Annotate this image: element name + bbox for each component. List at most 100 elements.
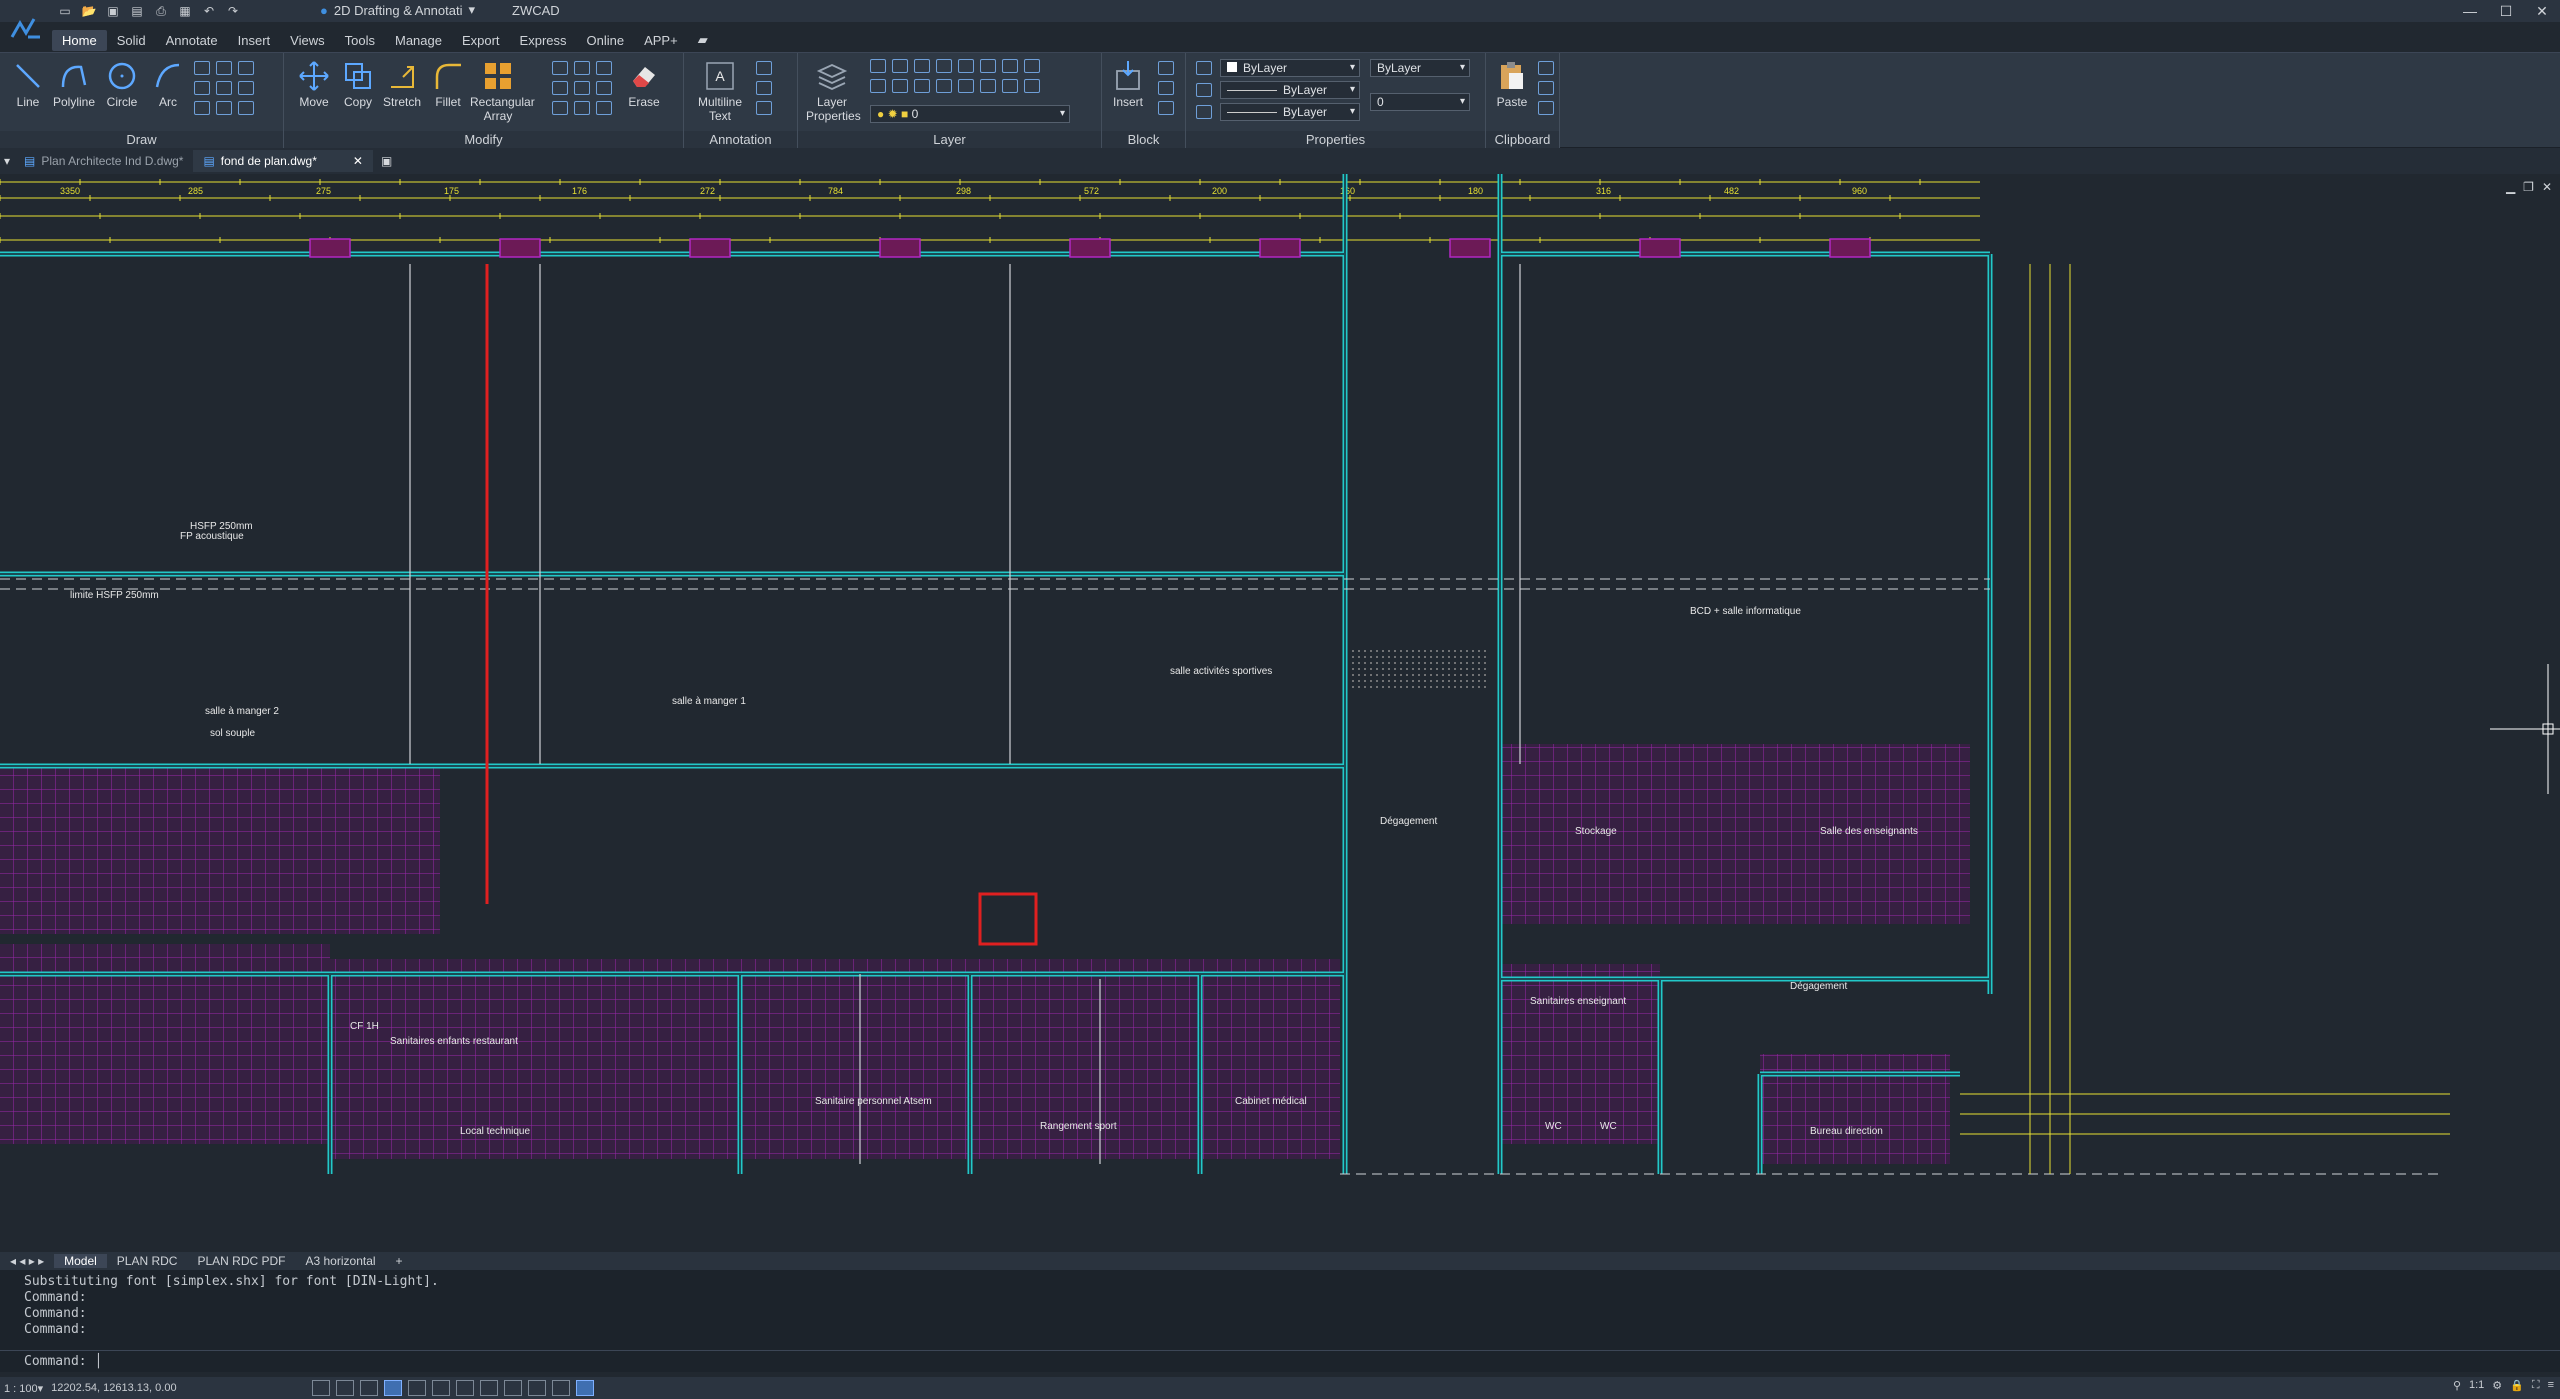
transparency-toggle-icon[interactable] [504,1380,522,1396]
mirror-icon[interactable] [552,81,568,95]
polyline-button[interactable]: Polyline [52,59,96,109]
arc-button[interactable]: Arc [146,59,190,109]
clipboard-panel-title[interactable]: Clipboard [1486,131,1559,149]
close-tab-icon[interactable]: ✕ [352,154,363,168]
new-tab-icon[interactable]: ▣ [380,154,393,168]
edit-block-icon[interactable] [1158,81,1174,95]
tab-app-plus[interactable]: APP+ [644,32,678,48]
layer-tool-icon[interactable] [936,79,952,93]
extend-icon[interactable] [574,81,590,95]
spline-icon[interactable] [216,61,232,75]
match-icon[interactable] [1538,101,1554,115]
table-icon[interactable] [756,101,772,115]
doc-tab-plan-architecte[interactable]: ▤ Plan Architecte Ind D.dwg* [14,150,193,172]
modify-panel-title[interactable]: Modify [284,131,683,149]
tab-express[interactable]: Express [519,32,567,48]
layout-nav-first-icon[interactable]: ◂ ◂ ▸ ▸ [10,1254,45,1268]
annotation-panel-title[interactable]: Annotation [684,131,797,149]
lineweight-dropdown[interactable]: ByLayer [1220,103,1360,121]
app-logo-icon[interactable] [0,0,52,58]
layer-tool-icon[interactable] [914,79,930,93]
minimize-button[interactable]: — [2463,3,2477,19]
annotation-visibility-icon[interactable]: ⚲ [2452,1380,2461,1392]
cut-icon[interactable] [1538,61,1554,75]
tab-online[interactable]: Online [586,32,625,48]
tab-home[interactable]: Home [52,29,107,51]
insert-button[interactable]: Insert [1106,59,1150,109]
new-icon[interactable]: ▭ [59,4,71,18]
fullscreen-icon[interactable]: ⛶ [2531,1379,2540,1391]
ribbon-toggle-icon[interactable]: ▰ [697,32,708,47]
layout-tab-model[interactable]: Model [54,1254,107,1268]
color-dropdown[interactable]: ByLayer [1220,59,1360,77]
add-layout-button[interactable]: + [395,1254,403,1268]
layer-tool-icon[interactable] [1002,79,1018,93]
join-icon[interactable] [596,101,612,115]
layer-tool-icon[interactable] [936,59,952,73]
circle-button[interactable]: Circle [100,59,144,109]
layer-tool-icon[interactable] [958,79,974,93]
undo-icon[interactable]: ↶ [203,4,215,18]
saveas-icon[interactable]: ▤ [131,4,143,18]
lineweight-toggle-icon[interactable] [480,1380,498,1396]
ellipse-icon[interactable] [194,61,210,75]
explode-icon[interactable] [596,61,612,75]
lock-icon[interactable]: 🔒 [2510,1380,2524,1392]
block-panel-title[interactable]: Block [1102,131,1185,149]
layout-tab-plan-rdc-pdf[interactable]: PLAN RDC PDF [197,1254,286,1268]
layer-tool-icon[interactable] [870,59,886,73]
donut-icon[interactable] [238,81,254,95]
close-button[interactable]: ✕ [2536,3,2548,19]
copy-button[interactable]: Copy [336,59,380,109]
match-properties-icon[interactable] [1196,61,1212,75]
layer-tool-icon[interactable] [892,59,908,73]
plotstyle-dropdown[interactable]: ByLayer [1370,59,1470,77]
fillet-button[interactable]: Fillet [426,59,470,109]
infer-toggle-icon[interactable] [360,1380,378,1396]
hatch-icon[interactable] [194,101,210,115]
command-line-input[interactable]: Command: │ [0,1350,2560,1372]
point-icon[interactable] [238,61,254,75]
workspace-switch-icon[interactable]: ⚙ [2492,1380,2503,1392]
rotate-icon[interactable] [552,61,568,75]
linetype-dropdown[interactable]: ByLayer [1220,81,1360,99]
move-button[interactable]: Move [292,59,336,109]
grid-toggle-icon[interactable] [312,1380,330,1396]
leader-icon[interactable] [756,81,772,95]
layer-tool-icon[interactable] [980,79,996,93]
polar-toggle-icon[interactable] [408,1380,426,1396]
customize-icon[interactable]: ≡ [2547,1379,2554,1391]
rectangular-array-button[interactable]: Rectangular Array [470,59,535,123]
tab-menu-icon[interactable]: ▾ [4,154,11,168]
doc-tab-fond-de-plan[interactable]: ▤ fond de plan.dwg* ✕ [193,150,373,172]
paste-button[interactable]: Paste [1490,59,1534,109]
selection-cycling-icon[interactable] [528,1380,546,1396]
save-icon[interactable]: ▣ [107,4,119,18]
otrack-toggle-icon[interactable] [456,1380,474,1396]
attribute-icon[interactable] [1158,101,1174,115]
open-icon[interactable]: 📂 [81,4,97,18]
stretch-button[interactable]: Stretch [380,59,424,109]
copy-clip-icon[interactable] [1538,81,1554,95]
snap-toggle-icon[interactable] [336,1380,354,1396]
properties-panel-title[interactable]: Properties [1186,131,1485,149]
layer-tool-icon[interactable] [892,79,908,93]
layer-tool-icon[interactable] [980,59,996,73]
draw-panel-title[interactable]: Draw [0,131,283,149]
dimension-icon[interactable] [756,61,772,75]
tab-tools[interactable]: Tools [344,32,375,48]
tab-insert[interactable]: Insert [237,32,271,48]
viewport-minimize-icon[interactable]: ▁ [2505,180,2516,194]
list-icon[interactable] [1196,83,1212,97]
layout-tab-plan-rdc[interactable]: PLAN RDC [116,1254,178,1268]
transparency-field[interactable]: 0 [1370,93,1470,111]
layer-tool-icon[interactable] [914,59,930,73]
layer-tool-icon[interactable] [1024,59,1040,73]
layer-properties-button[interactable]: Layer Properties [806,59,861,123]
tab-export[interactable]: Export [461,32,500,48]
ortho-toggle-icon[interactable] [384,1380,402,1396]
tab-manage[interactable]: Manage [394,32,442,48]
dynamic-input-icon[interactable] [552,1380,570,1396]
